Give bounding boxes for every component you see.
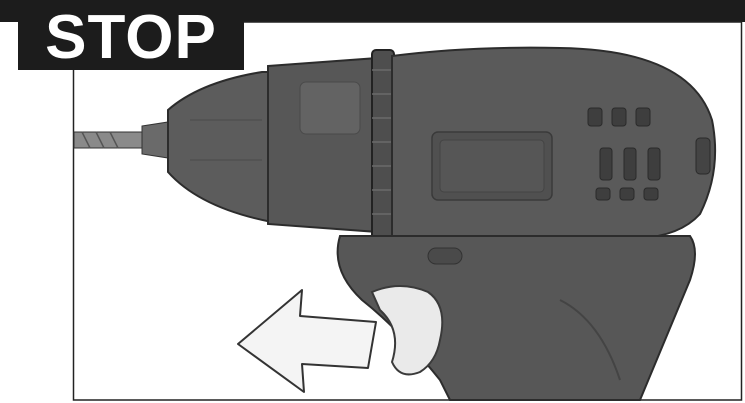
cordless-drill-icon <box>73 46 717 401</box>
arrow-left-icon <box>237 289 377 393</box>
stop-label: STOP <box>18 6 244 70</box>
